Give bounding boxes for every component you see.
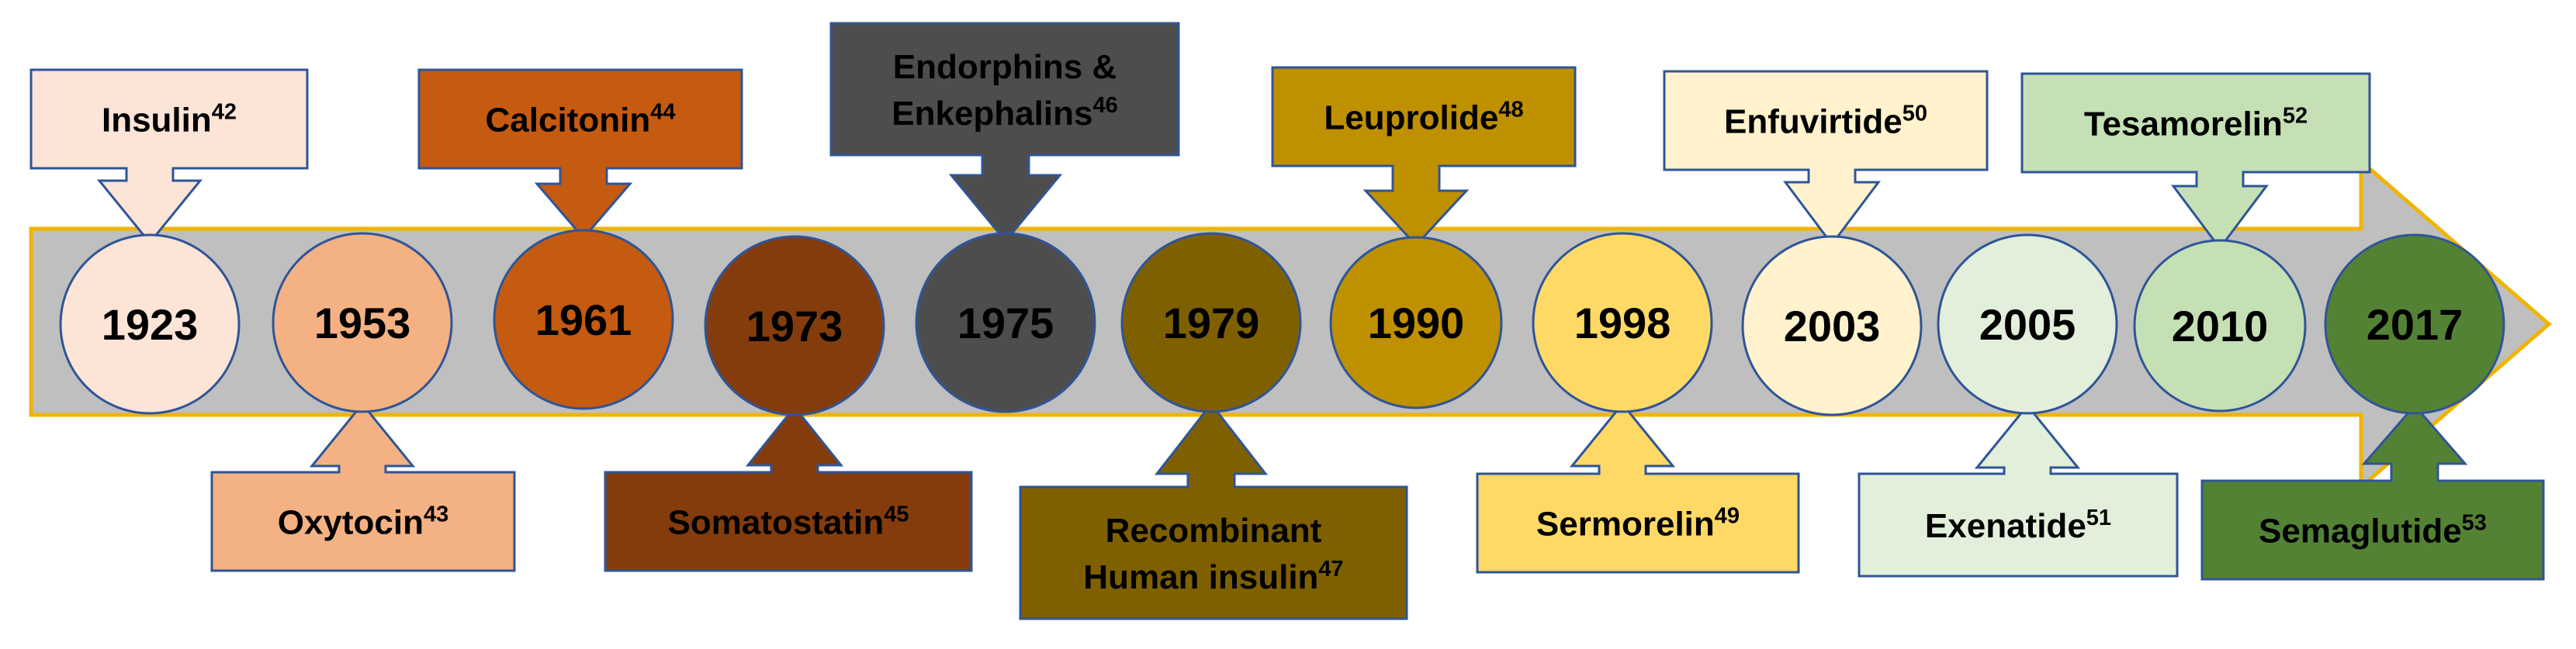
callout-label-2005: Exenatide51 [1925,506,2111,545]
callout-box-1979 [1019,402,1408,620]
reference-number: 43 [424,502,448,527]
callout-box-2003 [1663,70,1989,247]
callout-box-1953 [210,402,516,572]
year-label-2010: 2010 [2172,302,2269,350]
year-node-1998: 1998 [1532,232,1713,413]
year-label-1998: 1998 [1574,299,1671,347]
callout-box-1973 [604,405,973,572]
year-node-1953: 1953 [272,232,453,413]
year-label-2003: 2003 [1784,302,1881,350]
year-node-2017: 2017 [2324,233,2505,415]
year-circle-1953 [272,232,453,413]
callout-1998: Sermorelin49 [1476,402,1800,574]
reference-number: 46 [1092,93,1117,118]
callout-1961: Calcitonin44 [417,68,743,240]
callout-label-1923: Insulin42 [102,100,237,140]
callout-box-1961 [417,68,743,240]
callout-box-1990 [1271,66,1577,247]
year-label-1953: 1953 [314,299,411,347]
callout-box-1998 [1476,402,1800,574]
callout-box-2005 [1858,403,2179,578]
callout-1973: Somatostatin45 [604,405,973,572]
year-label-1990: 1990 [1368,299,1465,347]
reference-number: 45 [884,502,909,527]
callout-label-1973: Somatostatin45 [668,502,909,542]
year-node-1923: 1923 [59,233,241,415]
year-node-2003: 2003 [1741,235,1923,416]
year-circle-1961 [493,229,674,410]
callout-box-1975 [829,22,1180,243]
year-circle-2005 [1937,233,2118,415]
year-circle-1990 [1329,236,1503,409]
callout-label-1979-line1: Recombinant [1106,512,1322,550]
callout-1923: Insulin42 [29,68,309,245]
callout-2017: Semaglutide53 [2200,403,2545,581]
callout-label-1953: Oxytocin43 [278,502,449,542]
reference-number: 50 [1903,102,1927,126]
callout-label-1979-line2: Human insulin47 [1083,557,1343,596]
reference-number: 42 [212,100,237,125]
year-circle-1979 [1120,232,1302,413]
callout-2005: Exenatide51 [1858,403,2179,578]
year-circle-2017 [2324,233,2505,415]
year-label-1973: 1973 [746,302,843,350]
year-node-2005: 2005 [1937,233,2118,415]
reference-number: 44 [650,100,675,125]
callout-label-1975-line1: Endorphins & [893,48,1117,86]
callout-2010: Tesamorelin52 [2020,72,2371,250]
reference-number: 52 [2283,104,2308,129]
year-circle-1975 [915,232,1096,413]
callout-label-2017: Semaglutide53 [2259,511,2487,551]
year-label-1975: 1975 [957,299,1054,347]
year-label-1979: 1979 [1163,299,1260,347]
callout-label-2010: Tesamorelin52 [2084,104,2308,143]
year-circle-1973 [704,235,885,416]
year-node-1975: 1975 [915,232,1096,413]
year-circle-1998 [1532,232,1713,413]
callout-2003: Enfuvirtide50 [1663,70,1989,247]
year-node-2010: 2010 [2133,239,2307,413]
reference-number: 48 [1498,98,1523,123]
year-node-1990: 1990 [1329,236,1503,409]
callout-1990: Leuprolide48 [1271,66,1577,247]
year-circle-2010 [2133,239,2307,413]
year-circle-2003 [1741,235,1923,416]
callout-label-1998: Sermorelin49 [1536,504,1740,544]
callout-box-2010 [2020,72,2371,250]
year-label-2017: 2017 [2367,300,2463,349]
year-label-1961: 1961 [535,295,632,344]
year-label-2005: 2005 [1979,300,2076,349]
reference-number: 53 [2462,511,2487,536]
callout-1953: Oxytocin43 [210,402,516,572]
callout-label-1961: Calcitonin44 [486,100,676,140]
callout-box-2017 [2200,403,2545,581]
callout-1975: Endorphins & Enkephalins46 [829,22,1180,243]
year-circle-layer: 1923 1953 1961 1973 1975 1979 1990 1998 2003 2005… [59,229,2505,416]
year-node-1979: 1979 [1120,232,1302,413]
reference-number: 47 [1318,557,1343,582]
year-node-1973: 1973 [704,235,885,416]
callout-label-2003: Enfuvirtide50 [1724,102,1927,141]
year-node-1961: 1961 [493,229,674,410]
callout-label-1975-line2: Enkephalins46 [892,93,1117,133]
reference-number: 51 [2086,506,2111,530]
year-label-1923: 1923 [102,300,199,349]
reference-number: 49 [1715,504,1740,529]
year-circle-1923 [59,233,241,415]
callout-box-1923 [29,68,309,245]
callout-label-1990: Leuprolide48 [1324,98,1523,137]
